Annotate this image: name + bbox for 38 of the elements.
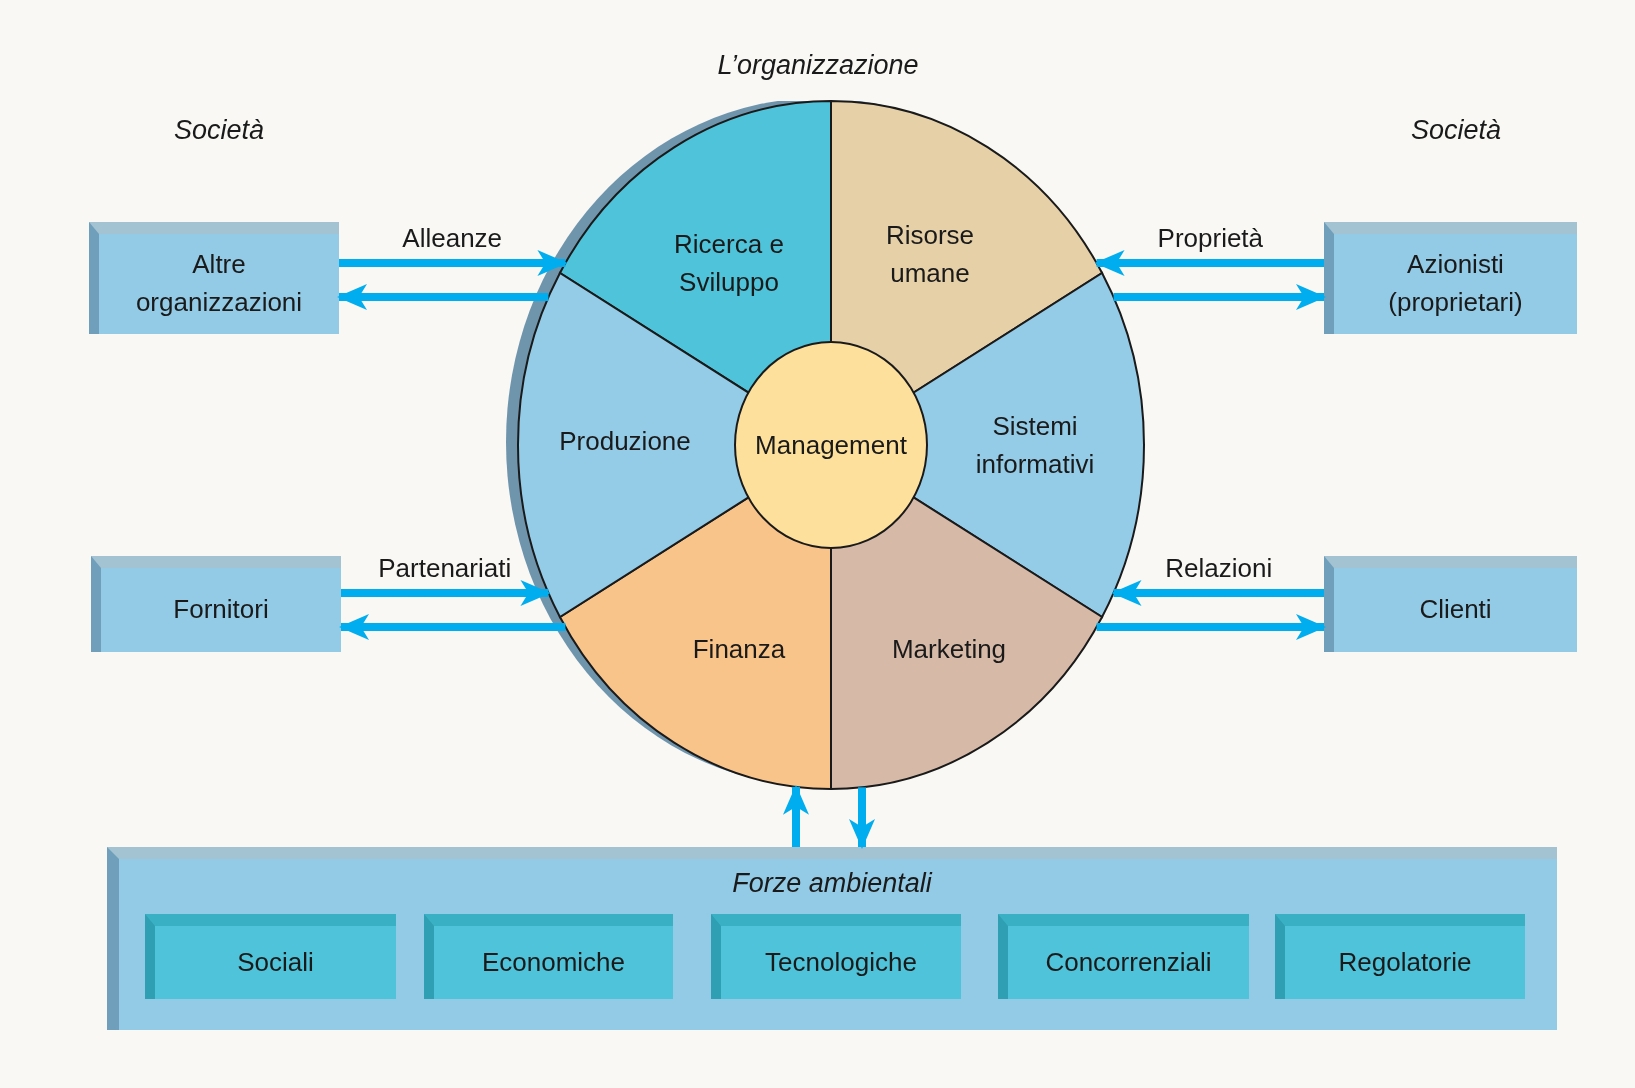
environment-band: [107, 847, 1557, 1030]
side-heading: Società: [1410, 114, 1502, 147]
box-label: Azionisti (proprietari): [1387, 248, 1524, 319]
sector-label: Marketing: [890, 633, 1008, 667]
side-heading: Società: [173, 114, 265, 147]
entity-box: [89, 222, 339, 334]
arrow: [339, 250, 568, 276]
box-label: Fornitori: [173, 593, 269, 627]
edge-label: Proprietà: [1157, 222, 1264, 255]
box-label: Altre organizzazioni: [134, 248, 304, 319]
arrow: [1111, 580, 1324, 606]
sector-label: Ricerca e Sviluppo: [673, 228, 785, 299]
sector-label: Risorse umane: [884, 219, 976, 290]
box-label: Clienti: [1419, 593, 1492, 627]
arrow: [1094, 250, 1324, 276]
entity-box: [1324, 222, 1577, 334]
arrow: [337, 284, 549, 310]
force-box: Sociali: [145, 914, 396, 999]
sector-label: Produzione: [558, 425, 692, 459]
band-heading: Forze ambientali: [732, 867, 932, 900]
arrow: [341, 580, 551, 606]
force-box: Economiche: [424, 914, 673, 999]
entity-box: [1324, 556, 1577, 652]
entity-box: [91, 556, 341, 652]
edge-label: Partenariati: [378, 552, 512, 585]
force-box: Regolatorie: [1275, 914, 1525, 999]
arrow: [339, 614, 566, 640]
force-box: Concorrenziali: [998, 914, 1249, 999]
arrow: [1113, 284, 1326, 310]
arrow: [849, 787, 875, 849]
edge-label: Relazioni: [1165, 552, 1273, 585]
organization-heading: L’organizzazione: [717, 49, 919, 82]
arrow: [1096, 614, 1326, 640]
edge-label: Alleanze: [402, 222, 503, 255]
sector-label: Sistemi informativi: [974, 410, 1096, 481]
sector-label: Finanza: [691, 633, 787, 667]
force-box: Tecnologiche: [711, 914, 961, 999]
arrow: [783, 784, 809, 847]
